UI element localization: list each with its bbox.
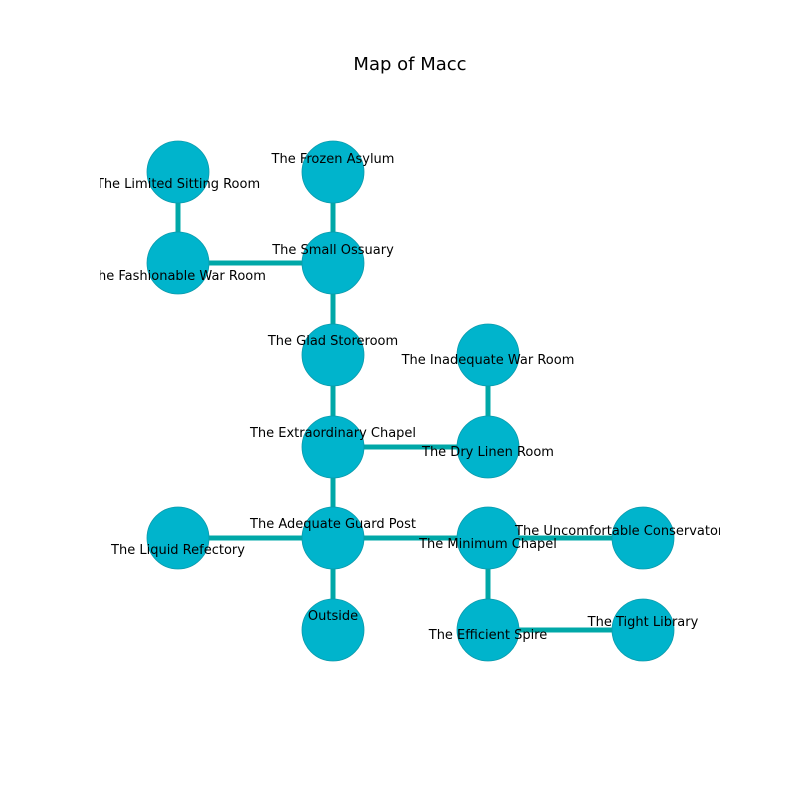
room-node — [146, 506, 210, 570]
room-label: The Glad Storeroom — [267, 334, 398, 349]
room-nodes — [146, 140, 675, 662]
room-node — [611, 598, 675, 662]
room-node — [456, 415, 520, 479]
room-node — [611, 506, 675, 570]
room-label: The Tight Library — [587, 615, 699, 630]
room-node — [301, 506, 365, 570]
room-label: The Extraordinary Chapel — [249, 426, 416, 441]
room-label: The Small Ossuary — [271, 243, 394, 258]
room-node — [456, 506, 520, 570]
room-node — [301, 323, 365, 387]
room-labels: The Limited Sitting Room The Frozen Asylu… — [89, 152, 731, 643]
room-node — [301, 415, 365, 479]
room-node — [301, 231, 365, 295]
room-label: The Adequate Guard Post — [249, 517, 416, 532]
room-node — [456, 598, 520, 662]
room-node — [146, 140, 210, 204]
room-label: The Minimum Chapel — [418, 537, 557, 552]
room-node — [301, 598, 365, 662]
room-label: The Liquid Refectory — [110, 543, 245, 558]
map-title: Map of Macc — [353, 54, 467, 75]
connection-lines — [175, 172, 643, 633]
room-node — [146, 231, 210, 295]
room-node — [301, 140, 365, 204]
room-label: The Frozen Asylum — [271, 152, 395, 167]
room-label: The Limited Sitting Room — [95, 177, 260, 192]
room-label: The Inadequate War Room — [401, 353, 575, 368]
room-label: Outside — [308, 609, 358, 624]
room-label: The Uncomfortable Conservatory — [514, 524, 731, 539]
room-node — [456, 323, 520, 387]
room-label: The Dry Linen Room — [421, 445, 554, 460]
room-label: The Efficient Spire — [428, 628, 548, 643]
room-label: The Fashionable War Room — [89, 269, 266, 284]
